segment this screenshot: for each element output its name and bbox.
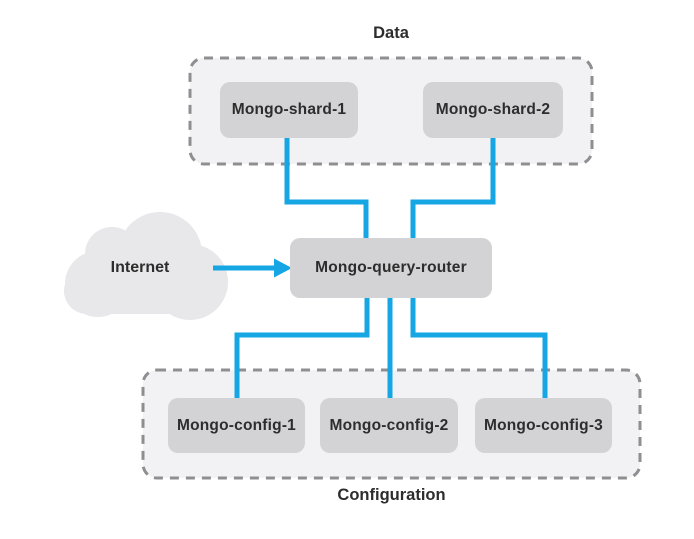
node-mongo-query-router: Mongo-query-router [290,238,492,298]
configuration-group-label: Configuration [337,486,446,504]
connector-shard2-to-router [410,136,496,242]
internet-arrow-head [274,258,292,278]
node-mongo-config-2: Mongo-config-2 [320,398,458,453]
connector-router-to-config1 [234,294,370,400]
data-group-label: Data [373,24,409,42]
connector-router-to-config3 [410,294,548,400]
node-mongo-shard-1: Mongo-shard-1 [220,82,358,138]
internet-cloud-icon [64,212,228,320]
node-mongo-shard-2: Mongo-shard-2 [423,82,563,138]
internet-label: Internet [110,259,170,276]
node-mongo-config-1: Mongo-config-1 [168,398,305,453]
node-mongo-config-3: Mongo-config-3 [475,398,612,453]
connector-shard1-to-router [284,136,369,242]
